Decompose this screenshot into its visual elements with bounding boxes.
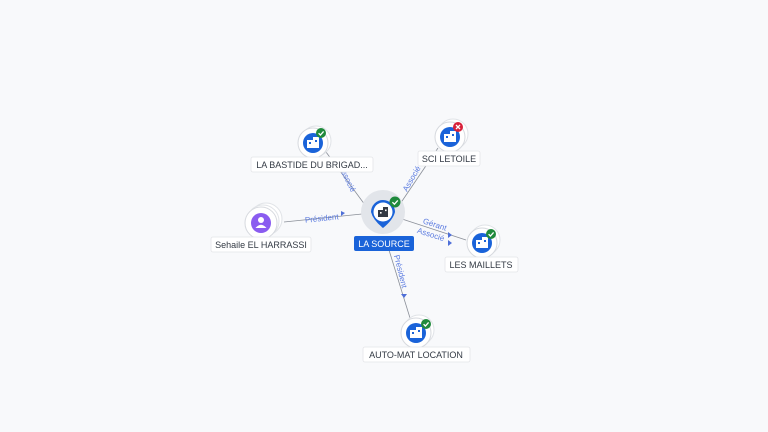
- center-node[interactable]: LA SOURCE: [354, 190, 414, 251]
- company-icon: [476, 237, 488, 248]
- company-icon: [307, 137, 319, 148]
- status-check-icon: [389, 196, 401, 208]
- node-automat[interactable]: AUTO-MAT LOCATION: [362, 314, 471, 363]
- node-sci[interactable]: SCI LETOILE: [417, 118, 481, 167]
- node-label-bastide: LA BASTIDE DU BRIGAD...: [256, 160, 368, 170]
- edge-label-automat: Président: [392, 254, 409, 290]
- node-label-sci: SCI LETOILE: [422, 154, 476, 164]
- company-icon: [378, 207, 388, 217]
- company-icon: [444, 131, 456, 142]
- edge-label-sci: Associé: [401, 164, 423, 193]
- arrow-maillets-1: [448, 232, 452, 238]
- status-check-icon: [421, 319, 431, 329]
- person-icon: [255, 217, 267, 228]
- node-maillets[interactable]: LES MAILLETS: [444, 224, 519, 273]
- arrow-automat: [401, 294, 407, 298]
- center-node-label: LA SOURCE: [358, 239, 410, 249]
- company-icon: [410, 327, 422, 338]
- edges-layer: Associé Associé Président Gérant Associé…: [283, 147, 467, 319]
- node-label-automat: AUTO-MAT LOCATION: [369, 350, 463, 360]
- node-label-sehaile: Sehaile EL HARRASSI: [215, 240, 307, 250]
- status-check-icon: [316, 128, 326, 138]
- status-closed-icon: [453, 122, 463, 132]
- arrow-sehaile: [341, 211, 345, 216]
- edge-sehaile[interactable]: Président: [283, 211, 363, 225]
- edge-label-sehaile: Président: [304, 212, 339, 225]
- arrow-maillets-2: [448, 240, 452, 246]
- edge-automat[interactable]: Président: [388, 249, 411, 319]
- node-label-maillets: LES MAILLETS: [449, 260, 512, 270]
- status-check-icon: [486, 229, 496, 239]
- node-sehaile[interactable]: Sehaile EL HARRASSI: [210, 202, 312, 253]
- node-bastide[interactable]: LA BASTIDE DU BRIGAD...: [250, 125, 374, 173]
